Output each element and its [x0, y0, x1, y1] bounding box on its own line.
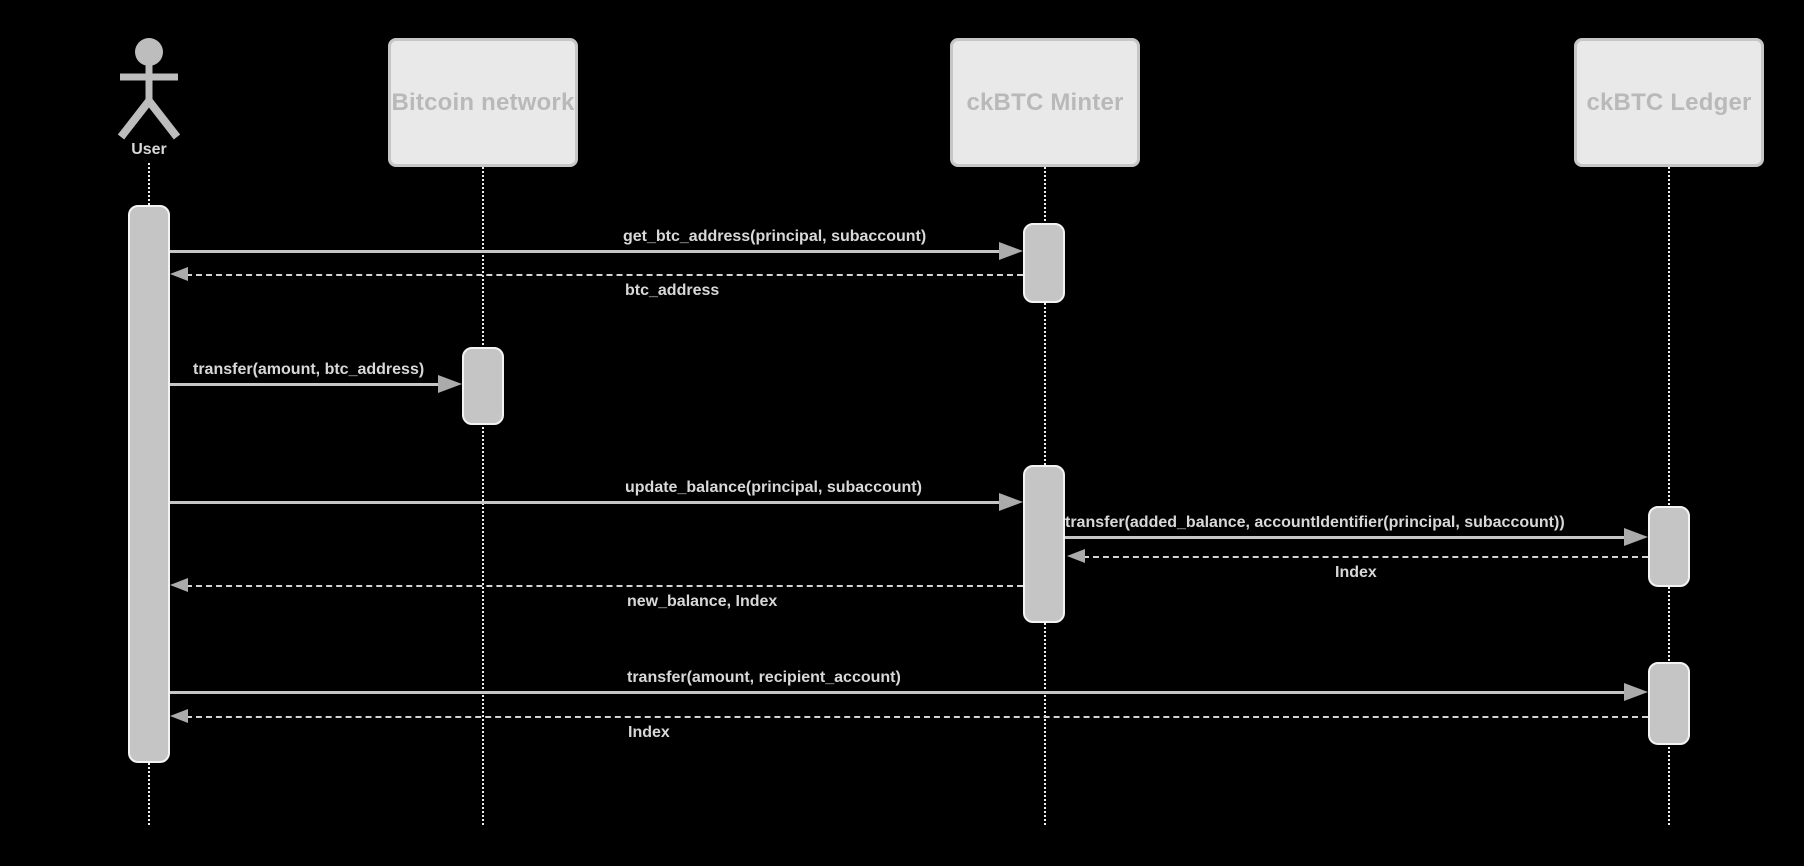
- message-label: transfer(added_balance, accountIdentifie…: [1065, 514, 1565, 531]
- arrowhead-icon: [438, 375, 462, 393]
- participant-box-ledger: ckBTC Ledger: [1574, 38, 1764, 167]
- activation-bar-user: [128, 205, 170, 763]
- activation-bar-ledger: [1648, 506, 1690, 587]
- message-line: [1083, 556, 1648, 558]
- participant-label-bitcoin: Bitcoin network: [391, 88, 575, 116]
- arrowhead-icon: [999, 242, 1023, 260]
- participant-box-bitcoin: Bitcoin network: [388, 38, 578, 167]
- message-label: transfer(amount, recipient_account): [627, 669, 901, 686]
- message-line: [186, 274, 1023, 276]
- activation-bar-ledger: [1648, 662, 1690, 745]
- message-line: [170, 250, 1001, 253]
- arrowhead-icon: [1624, 528, 1648, 546]
- arrowhead-icon: [170, 267, 188, 281]
- message-label: update_balance(principal, subaccount): [625, 479, 922, 496]
- actor-figure-icon: [117, 34, 181, 140]
- arrowhead-icon: [1624, 683, 1648, 701]
- actor-label-user: User: [131, 141, 167, 158]
- arrowhead-icon: [999, 493, 1023, 511]
- message-label: Index: [628, 724, 670, 741]
- participant-box-minter: ckBTC Minter: [950, 38, 1140, 167]
- message-line: [1065, 536, 1626, 539]
- message-label: new_balance, Index: [627, 593, 778, 610]
- lifeline-bitcoin: [482, 167, 484, 825]
- activation-bar-minter: [1023, 465, 1065, 623]
- message-label: get_btc_address(principal, subaccount): [623, 228, 927, 245]
- message-line: [186, 585, 1023, 587]
- message-line: [170, 383, 440, 386]
- arrowhead-icon: [170, 578, 188, 592]
- arrowhead-icon: [170, 709, 188, 723]
- message-label: btc_address: [625, 282, 720, 299]
- activation-bar-minter: [1023, 223, 1065, 303]
- participant-label-ledger: ckBTC Ledger: [1586, 88, 1752, 116]
- arrowhead-icon: [1067, 549, 1085, 563]
- message-line: [170, 691, 1626, 694]
- message-line: [170, 501, 1001, 504]
- message-line: [186, 716, 1648, 718]
- activation-bar-bitcoin: [462, 347, 504, 425]
- lifeline-ledger: [1668, 167, 1670, 825]
- participant-label-minter: ckBTC Minter: [966, 88, 1124, 116]
- message-label: transfer(amount, btc_address): [193, 361, 425, 378]
- message-label: Index: [1335, 564, 1377, 581]
